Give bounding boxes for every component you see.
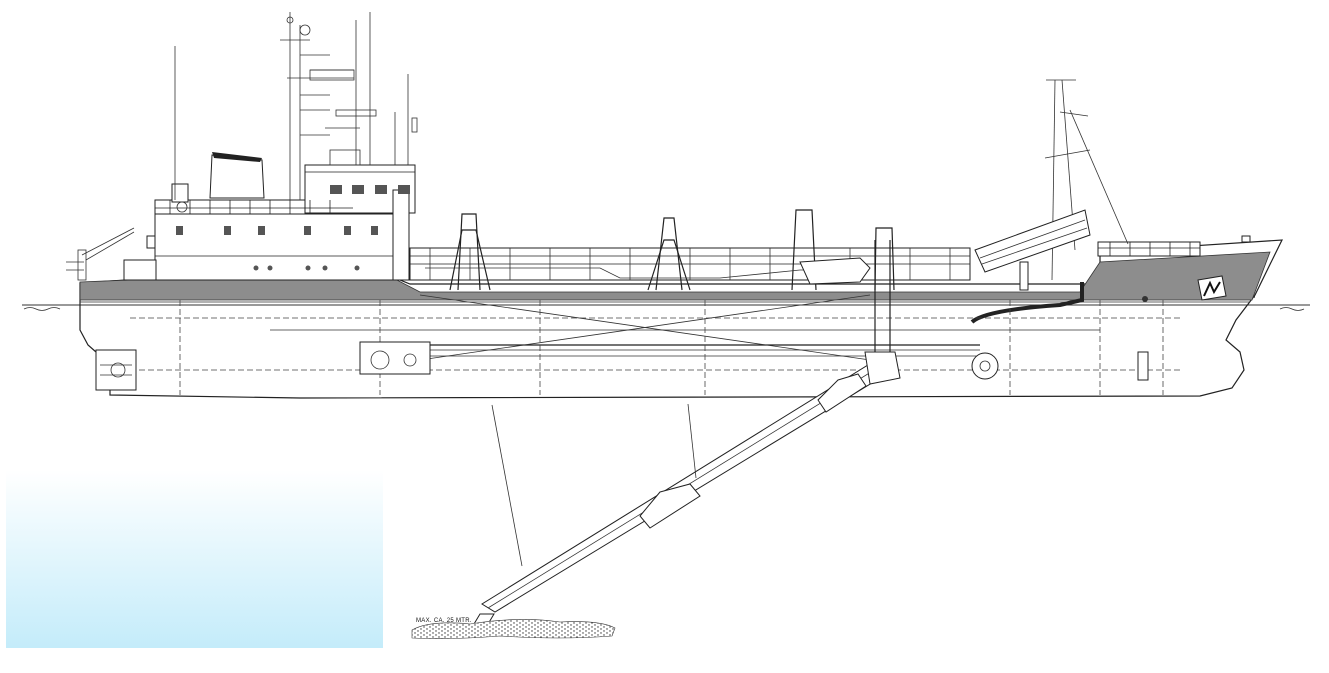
- superstructure: [146, 164, 416, 281]
- blue-gradient-panel: [6, 470, 383, 648]
- forecastle: [1097, 235, 1251, 257]
- internal-pipework: [95, 240, 1180, 395]
- funnel: [209, 152, 265, 199]
- waterline: [22, 304, 1310, 311]
- hopper-deck: [409, 209, 971, 291]
- gantry-frames: [449, 209, 895, 291]
- max-depth-label: MAX. CA. 25 MTR.: [416, 618, 472, 624]
- seabed: [411, 619, 616, 639]
- masts: [174, 12, 418, 200]
- aft-crane: [66, 227, 157, 281]
- suction-pipe: [473, 351, 901, 625]
